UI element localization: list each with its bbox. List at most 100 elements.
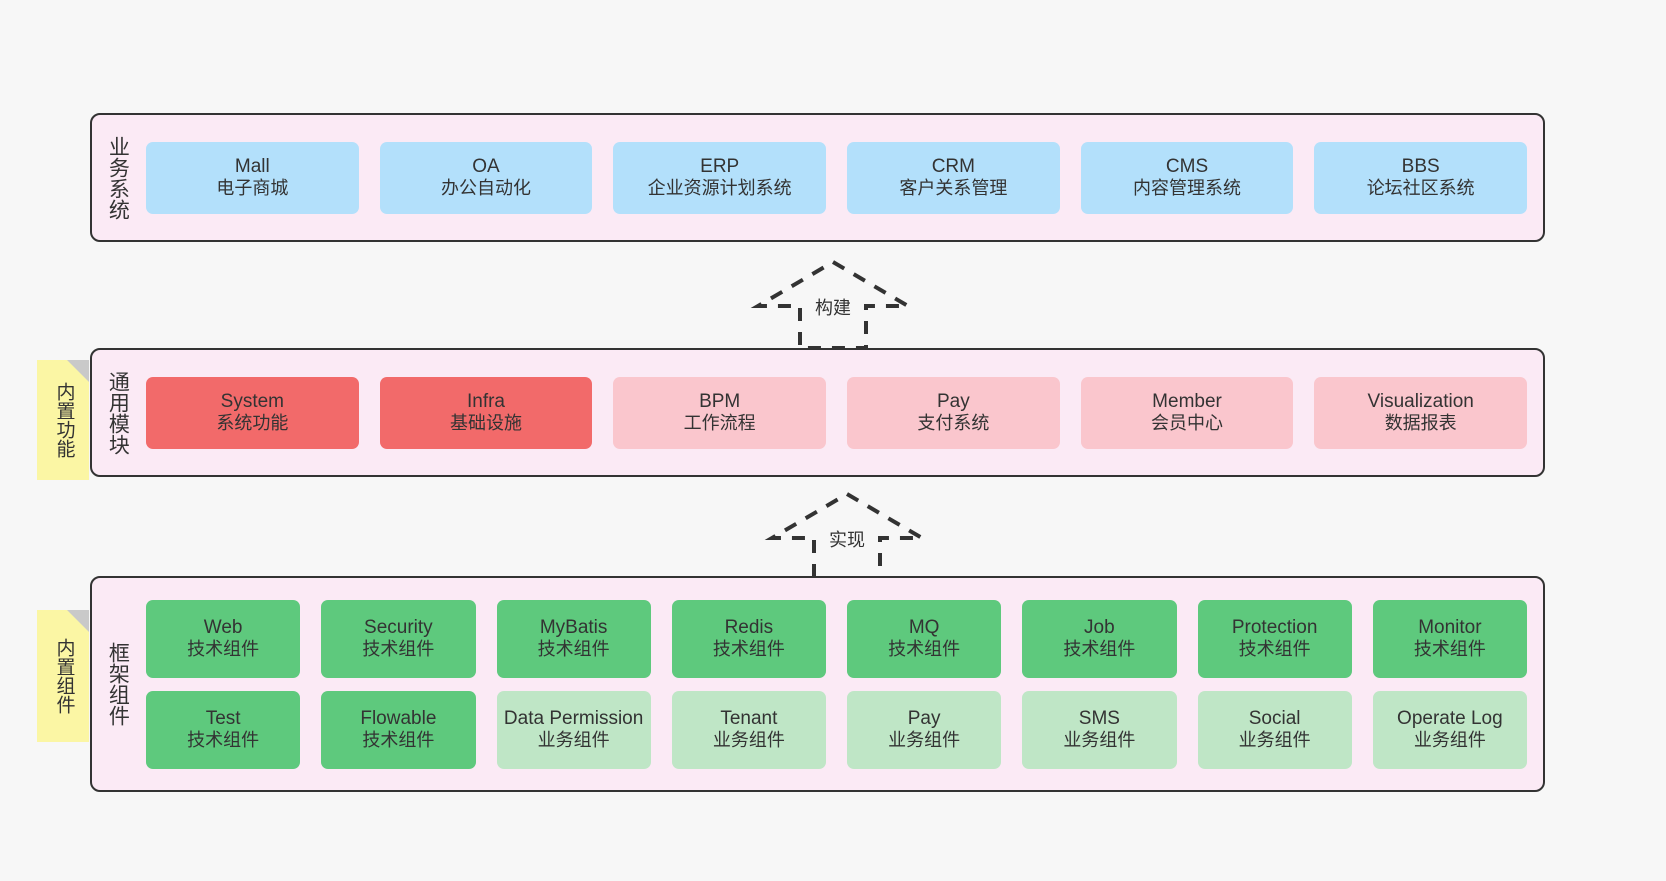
- card-subtitle: 业务组件: [1238, 730, 1311, 751]
- card-redis[interactable]: Redis 技术组件: [671, 599, 826, 678]
- card-bbs[interactable]: BBS 论坛社区系统: [1314, 141, 1528, 214]
- card-subtitle: 技术组件: [1063, 639, 1136, 660]
- layer-title-framework-components: 框架组件: [106, 642, 130, 726]
- card-oa[interactable]: OA 办公自动化: [379, 141, 593, 214]
- card-pay-component[interactable]: Pay 业务组件: [847, 690, 1002, 769]
- card-protection[interactable]: Protection 技术组件: [1197, 599, 1352, 678]
- card-operate-log[interactable]: Operate Log 业务组件: [1372, 690, 1527, 769]
- card-row: Web 技术组件 Security 技术组件 MyBatis 技术组件 Redi…: [146, 599, 1527, 678]
- card-subtitle: 工作流程: [683, 413, 756, 434]
- card-title: Member: [1152, 390, 1222, 412]
- card-title: System: [220, 390, 285, 412]
- card-title: Security: [364, 616, 433, 638]
- card-system[interactable]: System 系统功能: [146, 376, 359, 449]
- card-subtitle: 技术组件: [187, 639, 260, 660]
- card-subtitle: 技术组件: [362, 639, 435, 660]
- card-social[interactable]: Social 业务组件: [1197, 690, 1352, 769]
- card-title: Monitor: [1418, 616, 1482, 638]
- sticky-note-builtin-functions: 内置功能: [37, 360, 89, 480]
- card-sms[interactable]: SMS 业务组件: [1022, 690, 1177, 769]
- layer-body-common-modules: System 系统功能 Infra 基础设施 BPM 工作流程 Pay 支付系统…: [142, 350, 1543, 475]
- card-title: SMS: [1078, 707, 1120, 729]
- layer-body-framework-components: Web 技术组件 Security 技术组件 MyBatis 技术组件 Redi…: [142, 578, 1543, 790]
- card-mall[interactable]: Mall 电子商城: [146, 141, 359, 214]
- card-subtitle: 技术组件: [1238, 639, 1311, 660]
- layer-body-business-systems: Mall 电子商城 OA 办公自动化 ERP 企业资源计划系统 CRM 客户关系…: [142, 115, 1543, 240]
- card-subtitle: 业务组件: [1413, 730, 1486, 751]
- card-row: Mall 电子商城 OA 办公自动化 ERP 企业资源计划系统 CRM 客户关系…: [146, 141, 1528, 214]
- card-subtitle: 支付系统: [917, 413, 990, 434]
- card-web[interactable]: Web 技术组件: [146, 599, 301, 678]
- card-title: Data Permission: [503, 707, 644, 729]
- card-infra[interactable]: Infra 基础设施: [379, 376, 593, 449]
- card-row: System 系统功能 Infra 基础设施 BPM 工作流程 Pay 支付系统…: [146, 376, 1528, 449]
- card-subtitle: 企业资源计划系统: [647, 178, 792, 199]
- layer-common-modules: 通用模块 System 系统功能 Infra 基础设施 BPM 工作流程 Pay…: [90, 348, 1545, 477]
- card-title: Redis: [724, 616, 774, 638]
- card-subtitle: 业务组件: [537, 730, 610, 751]
- card-subtitle: 会员中心: [1151, 413, 1224, 434]
- card-erp[interactable]: ERP 企业资源计划系统: [613, 141, 827, 214]
- card-subtitle: 客户关系管理: [899, 178, 1008, 199]
- card-title: Pay: [936, 390, 970, 412]
- card-tenant[interactable]: Tenant 业务组件: [671, 690, 826, 769]
- arrow-label-build: 构建: [815, 298, 851, 318]
- arrow-label-implement: 实现: [829, 530, 865, 550]
- layer-framework-components: 框架组件 Web 技术组件 Security 技术组件 MyBatis 技术组件…: [90, 576, 1545, 792]
- card-title: BPM: [699, 390, 741, 412]
- card-title: Web: [203, 616, 243, 638]
- card-test[interactable]: Test 技术组件: [146, 690, 301, 769]
- card-title: CRM: [931, 155, 975, 177]
- card-pay-module[interactable]: Pay 支付系统: [847, 376, 1060, 449]
- card-title: Mall: [234, 155, 270, 177]
- card-title: Visualization: [1367, 390, 1474, 412]
- card-member[interactable]: Member 会员中心: [1080, 376, 1294, 449]
- card-row: Test 技术组件 Flowable 技术组件 Data Permission …: [146, 690, 1527, 769]
- card-title: Pay: [907, 707, 941, 729]
- card-subtitle: 技术组件: [187, 730, 260, 751]
- card-title: Test: [205, 707, 241, 729]
- card-title: BBS: [1401, 155, 1440, 177]
- card-title: Flowable: [360, 707, 437, 729]
- card-title: CMS: [1165, 155, 1209, 177]
- card-mq[interactable]: MQ 技术组件: [847, 599, 1002, 678]
- card-title: Operate Log: [1397, 707, 1503, 729]
- card-subtitle: 技术组件: [888, 639, 961, 660]
- card-title: Tenant: [720, 707, 778, 729]
- card-title: Protection: [1231, 616, 1318, 638]
- card-title: Job: [1084, 616, 1115, 638]
- card-monitor[interactable]: Monitor 技术组件: [1372, 599, 1527, 678]
- card-title: Social: [1248, 707, 1301, 729]
- card-subtitle: 论坛社区系统: [1366, 178, 1475, 199]
- arrow-build: 构建: [748, 256, 918, 354]
- card-crm[interactable]: CRM 客户关系管理: [847, 141, 1060, 214]
- card-data-permission[interactable]: Data Permission 业务组件: [496, 690, 651, 769]
- arrow-implement: 实现: [762, 488, 932, 586]
- card-bpm[interactable]: BPM 工作流程: [613, 376, 827, 449]
- layer-business-systems: 业务系统 Mall 电子商城 OA 办公自动化 ERP 企业资源计划系统 CRM…: [90, 113, 1545, 242]
- card-cms[interactable]: CMS 内容管理系统: [1080, 141, 1294, 214]
- card-subtitle: 业务组件: [1063, 730, 1136, 751]
- sticky-note-builtin-components: 内置组件: [37, 610, 89, 742]
- card-subtitle: 电子商城: [216, 178, 289, 199]
- card-subtitle: 基础设施: [450, 413, 522, 434]
- card-mybatis[interactable]: MyBatis 技术组件: [496, 599, 651, 678]
- card-title: ERP: [700, 155, 740, 177]
- card-job[interactable]: Job 技术组件: [1022, 599, 1177, 678]
- card-title: MyBatis: [539, 616, 608, 638]
- card-security[interactable]: Security 技术组件: [321, 599, 476, 678]
- card-subtitle: 技术组件: [537, 639, 610, 660]
- card-subtitle: 技术组件: [1413, 639, 1486, 660]
- card-title: OA: [472, 155, 500, 177]
- card-subtitle: 数据报表: [1384, 413, 1457, 434]
- card-subtitle: 技术组件: [362, 730, 435, 751]
- layer-title-common-modules: 通用模块: [106, 370, 130, 455]
- card-subtitle: 内容管理系统: [1133, 178, 1242, 199]
- card-subtitle: 业务组件: [888, 730, 961, 751]
- card-subtitle: 业务组件: [712, 730, 785, 751]
- card-visualization[interactable]: Visualization 数据报表: [1314, 376, 1528, 449]
- card-flowable[interactable]: Flowable 技术组件: [321, 690, 476, 769]
- card-title: MQ: [908, 616, 940, 638]
- layer-title-business-systems: 业务系统: [106, 135, 130, 220]
